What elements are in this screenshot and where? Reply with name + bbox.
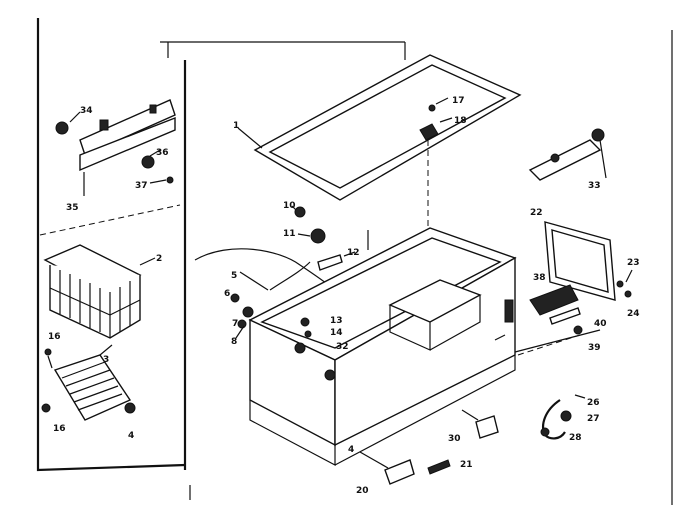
label-5: 5 bbox=[231, 271, 237, 281]
label-30: 30 bbox=[448, 434, 461, 444]
frame-lines bbox=[36, 18, 673, 505]
label-32: 32 bbox=[336, 342, 349, 352]
label-23: 23 bbox=[627, 258, 640, 268]
wire-rack-part bbox=[41, 344, 136, 421]
hinge-bracket-part bbox=[55, 99, 176, 196]
label-37: 37 bbox=[135, 181, 148, 191]
label-27: 27 bbox=[587, 414, 600, 424]
label-33: 33 bbox=[588, 181, 601, 191]
label-40: 40 bbox=[594, 319, 607, 329]
label-17: 17 bbox=[452, 96, 465, 106]
label-16: 16 bbox=[48, 332, 61, 342]
label-8: 8 bbox=[231, 337, 237, 347]
label-4b: 4 bbox=[348, 445, 354, 455]
rear-panel-part bbox=[544, 221, 633, 301]
label-20: 20 bbox=[356, 486, 369, 496]
part-number-labels: 1 2 3 4 4 5 6 7 8 10 11 12 13 14 16 16 1… bbox=[48, 96, 640, 496]
label-14: 14 bbox=[330, 328, 343, 338]
label-2: 2 bbox=[156, 254, 162, 264]
label-34: 34 bbox=[80, 106, 93, 116]
label-28: 28 bbox=[569, 433, 582, 443]
label-10: 10 bbox=[283, 201, 296, 211]
lid-gasket-part bbox=[237, 54, 522, 300]
label-39: 39 bbox=[588, 343, 601, 353]
top-hinge-part bbox=[528, 128, 607, 181]
divider-line bbox=[39, 204, 181, 236]
label-36: 36 bbox=[156, 148, 169, 158]
label-6: 6 bbox=[224, 289, 230, 299]
label-24: 24 bbox=[627, 309, 640, 319]
drain-plug-part bbox=[461, 409, 499, 439]
label-1: 1 bbox=[233, 121, 239, 131]
label-22: 22 bbox=[530, 208, 543, 218]
label-35: 35 bbox=[66, 203, 79, 213]
label-26: 26 bbox=[587, 398, 600, 408]
label-12: 12 bbox=[347, 248, 360, 258]
label-21: 21 bbox=[460, 460, 473, 470]
bottom-hardware-part bbox=[359, 451, 451, 485]
label-16b: 16 bbox=[53, 424, 66, 434]
power-cord-part bbox=[540, 394, 586, 440]
label-3: 3 bbox=[103, 355, 109, 365]
label-18: 18 bbox=[454, 116, 467, 126]
freezer-cabinet bbox=[248, 227, 601, 466]
label-13: 13 bbox=[330, 316, 343, 326]
label-38: 38 bbox=[533, 273, 546, 283]
wire-basket-part bbox=[43, 244, 156, 339]
condenser-assembly-part bbox=[517, 284, 583, 356]
label-11: 11 bbox=[283, 229, 296, 239]
label-7: 7 bbox=[232, 319, 238, 329]
label-4a: 4 bbox=[128, 431, 134, 441]
